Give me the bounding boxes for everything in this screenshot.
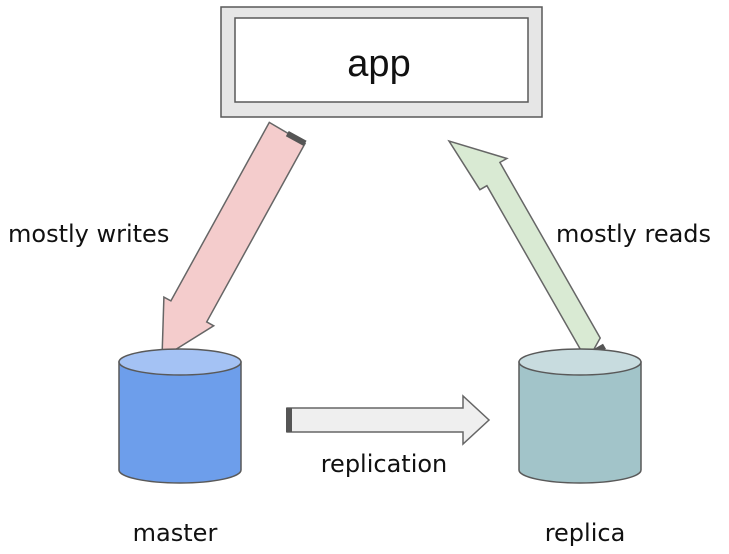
replication-label: replication	[321, 450, 448, 478]
writes-arrow	[161, 121, 307, 360]
replication-arrow	[286, 394, 491, 446]
replica-label: replica	[545, 519, 626, 547]
reads-arrow	[447, 139, 606, 363]
replica-cylinder-body	[518, 361, 642, 484]
writes-arrow-shape	[161, 121, 307, 360]
reads-arrow-shape	[447, 139, 602, 363]
master-database[interactable]	[118, 348, 242, 484]
writes-label: mostly writes	[8, 220, 169, 248]
replica-database[interactable]	[518, 348, 642, 484]
master-cylinder-top	[118, 348, 242, 376]
app-box[interactable]: app	[220, 6, 543, 118]
master-cylinder-body	[118, 361, 242, 484]
app-label: app	[347, 43, 410, 85]
reads-label: mostly reads	[556, 220, 711, 248]
replication-arrow-shape	[286, 394, 491, 446]
master-label: master	[133, 519, 218, 547]
replica-cylinder-top	[518, 348, 642, 376]
app-box-inner	[234, 17, 529, 103]
writes-arrow-tail	[285, 130, 307, 147]
